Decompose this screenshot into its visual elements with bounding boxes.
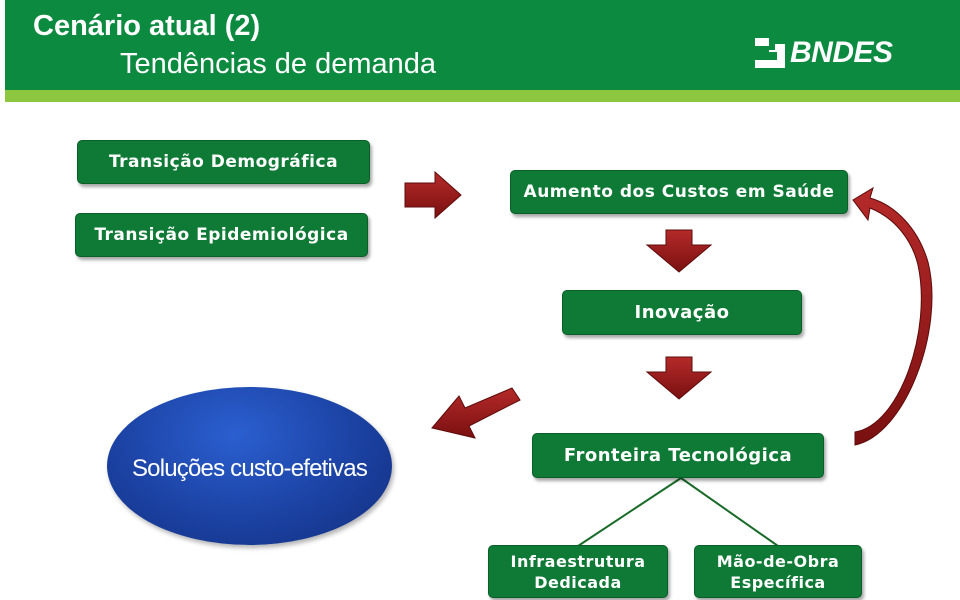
box-mao-de-obra: Mão-de-Obra Específica	[694, 545, 862, 598]
connector-line-left	[577, 477, 682, 547]
arrow-diagonal	[431, 387, 521, 439]
box-fronteira-tecnologica: Fronteira Tecnológica	[532, 433, 824, 478]
slide-subtitle: Tendências de demanda	[120, 48, 437, 80]
ellipse-solucoes: Soluções custo-efetivas	[107, 387, 392, 545]
connector-line-right	[680, 477, 779, 547]
box-infraestrutura-line1: Infraestrutura	[510, 551, 646, 571]
box-infraestrutura: Infraestrutura Dedicada	[488, 545, 668, 598]
ellipse-solucoes-label: Soluções custo-efetivas	[131, 454, 368, 482]
box-transicao-epidemiologica: Transição Epidemiológica	[75, 213, 368, 257]
arrow-curved-feedback	[852, 186, 933, 446]
box-mao-de-obra-line2: Específica	[730, 572, 826, 592]
arrow-down-1	[645, 229, 713, 273]
header-stripe	[5, 90, 960, 102]
bndes-logo-icon	[755, 38, 785, 68]
arrow-right	[404, 170, 462, 220]
box-infraestrutura-line2: Dedicada	[534, 572, 622, 592]
bndes-logo-text: BNDES	[790, 36, 893, 69]
box-transicao-demografica: Transição Demográfica	[77, 140, 370, 184]
header-bar	[5, 0, 960, 90]
box-mao-de-obra-line1: Mão-de-Obra	[716, 551, 840, 571]
slide-title: Cenário atual (2)	[33, 10, 261, 42]
box-inovacao: Inovação	[562, 290, 802, 335]
arrow-down-2	[645, 356, 713, 400]
bndes-logo: BNDES	[755, 36, 893, 70]
box-aumento-custos: Aumento dos Custos em Saúde	[510, 170, 848, 214]
